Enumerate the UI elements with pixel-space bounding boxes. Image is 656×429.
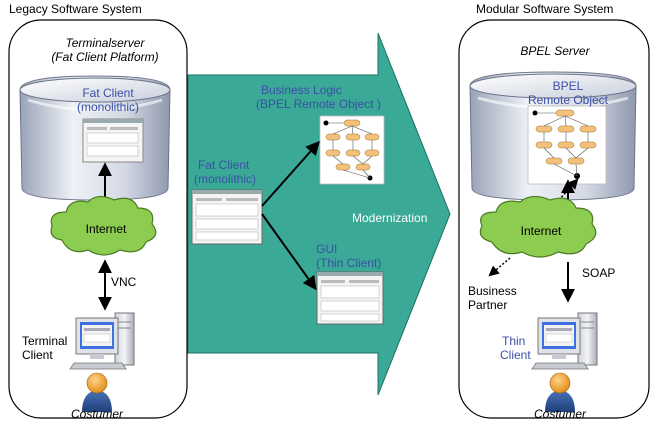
thin-client-computer-icon <box>531 312 598 370</box>
modernization-arrow-shape <box>187 32 451 396</box>
business-logic-sublabel: (BPEL Remote Object ) <box>256 97 381 111</box>
costumer-user-icon-right <box>545 372 575 412</box>
modular-costumer-label: Costumer <box>533 407 586 421</box>
business-logic-bpel-diagram-icon <box>319 115 385 185</box>
soap-label: SOAP <box>582 266 616 280</box>
modular-internet-label: Internet <box>520 224 562 238</box>
gui-sublabel: (Thin Client) <box>316 256 382 270</box>
arrow-to-gui <box>261 213 317 291</box>
internet-cloud-right <box>479 195 597 258</box>
bpel-remote-object-diagram-icon <box>527 105 607 185</box>
business-partner-label-line1: Business <box>468 284 517 298</box>
terminal-client-computer-icon <box>69 312 135 370</box>
legacy-fat-client-sublabel: (monolithic) <box>76 100 139 114</box>
legacy-fat-client-label: Fat Client <box>82 86 134 100</box>
thin-client-label-line2: Client <box>500 348 531 362</box>
thin-client-label-line1: Thin <box>502 334 526 348</box>
terminal-client-label-line1: Terminal <box>22 334 68 348</box>
middle-fat-client-window-icon <box>191 189 263 245</box>
middle-fat-client-label: Fat Client <box>198 158 250 172</box>
modernization-label: Modernization <box>352 211 428 225</box>
dotted-arrow-to-business-partner <box>488 257 511 277</box>
bpel-server-title: BPEL Server <box>520 44 590 58</box>
costumer-user-icon-left <box>82 372 112 412</box>
dotted-arrow-to-bpel-server <box>547 178 579 213</box>
legacy-internet-label: Internet <box>85 222 127 236</box>
modular-system-caption: Modular Software System <box>476 2 614 16</box>
legacy-costumer-label: Costumer <box>70 407 123 421</box>
internet-cloud-left <box>50 195 157 256</box>
business-partner-label-line2: Partner <box>468 298 508 312</box>
gui-label: GUI <box>316 242 338 256</box>
arrow-to-business-logic <box>261 140 320 207</box>
terminalserver-subtitle: (Fat Client Platform) <box>51 50 159 64</box>
legacy-system-caption: Legacy Software System <box>9 2 142 16</box>
bpel-remote-object-label: BPEL <box>552 79 584 93</box>
business-logic-label: Business Logic <box>261 83 342 97</box>
terminal-client-label-line2: Client <box>22 348 53 362</box>
vnc-label: VNC <box>111 275 137 289</box>
gui-thin-client-window-icon <box>316 271 384 325</box>
fat-client-window-icon <box>82 118 144 163</box>
bpel-remote-object-sublabel: Remote Object <box>527 93 609 107</box>
middle-fat-client-sublabel: (monolithic) <box>194 172 257 186</box>
terminalserver-title: Terminalserver <box>65 36 145 50</box>
